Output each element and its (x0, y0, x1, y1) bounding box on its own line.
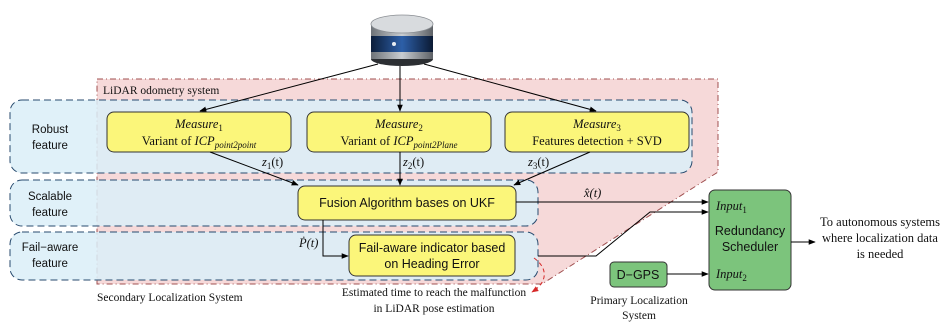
secondary-localization-label: Secondary Localization System (97, 292, 243, 304)
measure1-box: Measure1 Variant of ICPpoint2point (106, 111, 292, 153)
svg-text:Redundancy: Redundancy (715, 224, 786, 238)
z3-label: z3(t) (527, 155, 549, 171)
svg-text:Estimated time to reach the ma: Estimated time to reach the malfunction (342, 287, 527, 299)
svg-text:To autonomous systems: To autonomous systems (820, 215, 940, 229)
primary-localization-label: Primary Localization System (590, 295, 688, 322)
svg-text:on Heading Error: on Heading Error (384, 257, 479, 271)
lidar-sensor-icon (370, 14, 434, 66)
svg-text:Fail−aware: Fail−aware (22, 242, 79, 254)
svg-text:where localization data: where localization data (822, 231, 938, 245)
svg-text:Primary Localization: Primary Localization (590, 295, 688, 307)
svg-text:in LiDAR pose estimation: in LiDAR pose estimation (373, 303, 494, 315)
arrow-z1-fusion (209, 151, 299, 186)
arrow-pdot-failaware (322, 220, 349, 259)
svg-text:Variant of ICPpoint2Plane: Variant of ICPpoint2Plane (341, 134, 458, 150)
svg-text:feature: feature (32, 207, 68, 219)
dgps-box: D−GPS (609, 261, 668, 288)
svg-text:Fail-aware indicator based: Fail-aware indicator based (359, 241, 506, 255)
red-dashed-arrow (531, 257, 545, 293)
svg-text:is needed: is needed (857, 247, 905, 261)
failaware-indicator-box: Fail-aware indicator based on Heading Er… (348, 234, 516, 277)
output-destination-label: To autonomous systems where localization… (820, 215, 940, 261)
svg-text:Measure1: Measure1 (174, 117, 223, 133)
svg-text:Input1: Input1 (715, 199, 747, 215)
robust-feature-label: Robust feature (32, 124, 69, 152)
svg-text:Measure3: Measure3 (572, 117, 621, 133)
svg-text:Variant of ICPpoint2point: Variant of ICPpoint2point (142, 134, 257, 150)
arrow-z3-fusion (513, 151, 591, 186)
measure2-box: Measure2 Variant of ICPpoint2Plane (306, 111, 492, 153)
svg-text:Features detection + SVD: Features detection + SVD (532, 134, 662, 148)
svg-text:Robust: Robust (32, 124, 69, 136)
svg-text:Scheduler: Scheduler (722, 240, 778, 254)
scalable-feature-label: Scalable feature (28, 191, 72, 219)
z1-label: z1(t) (261, 155, 283, 171)
svg-text:feature: feature (32, 258, 68, 270)
svg-text:Fusion Algorithm bases on UKF: Fusion Algorithm bases on UKF (319, 196, 495, 210)
redundancy-scheduler-box: Input1 Redundancy Scheduler Input2 (708, 189, 792, 291)
z2-label: z2(t) (402, 155, 424, 171)
arrow-lidar-measure1 (199, 63, 379, 113)
arrow-failaware-scheduler (538, 209, 709, 257)
svg-text:System: System (622, 310, 656, 322)
failaware-feature-label: Fail−aware feature (22, 242, 79, 270)
svg-text:feature: feature (32, 140, 68, 152)
arrow-lidar-measure3 (423, 63, 597, 113)
xhat-label: x̂(t) (583, 186, 601, 200)
pdot-label: Ṗ(t) (298, 236, 318, 250)
fusion-box: Fusion Algorithm bases on UKF (297, 185, 517, 221)
svg-text:Scalable: Scalable (28, 191, 72, 203)
svg-text:Measure2: Measure2 (374, 117, 423, 133)
measure3-box: Measure3 Features detection + SVD (504, 111, 690, 153)
estimated-time-label: Estimated time to reach the malfunction … (342, 287, 527, 315)
svg-text:Input2: Input2 (715, 267, 747, 283)
svg-text:D−GPS: D−GPS (617, 268, 660, 282)
lidar-odometry-label: LiDAR odometry system (103, 85, 219, 97)
